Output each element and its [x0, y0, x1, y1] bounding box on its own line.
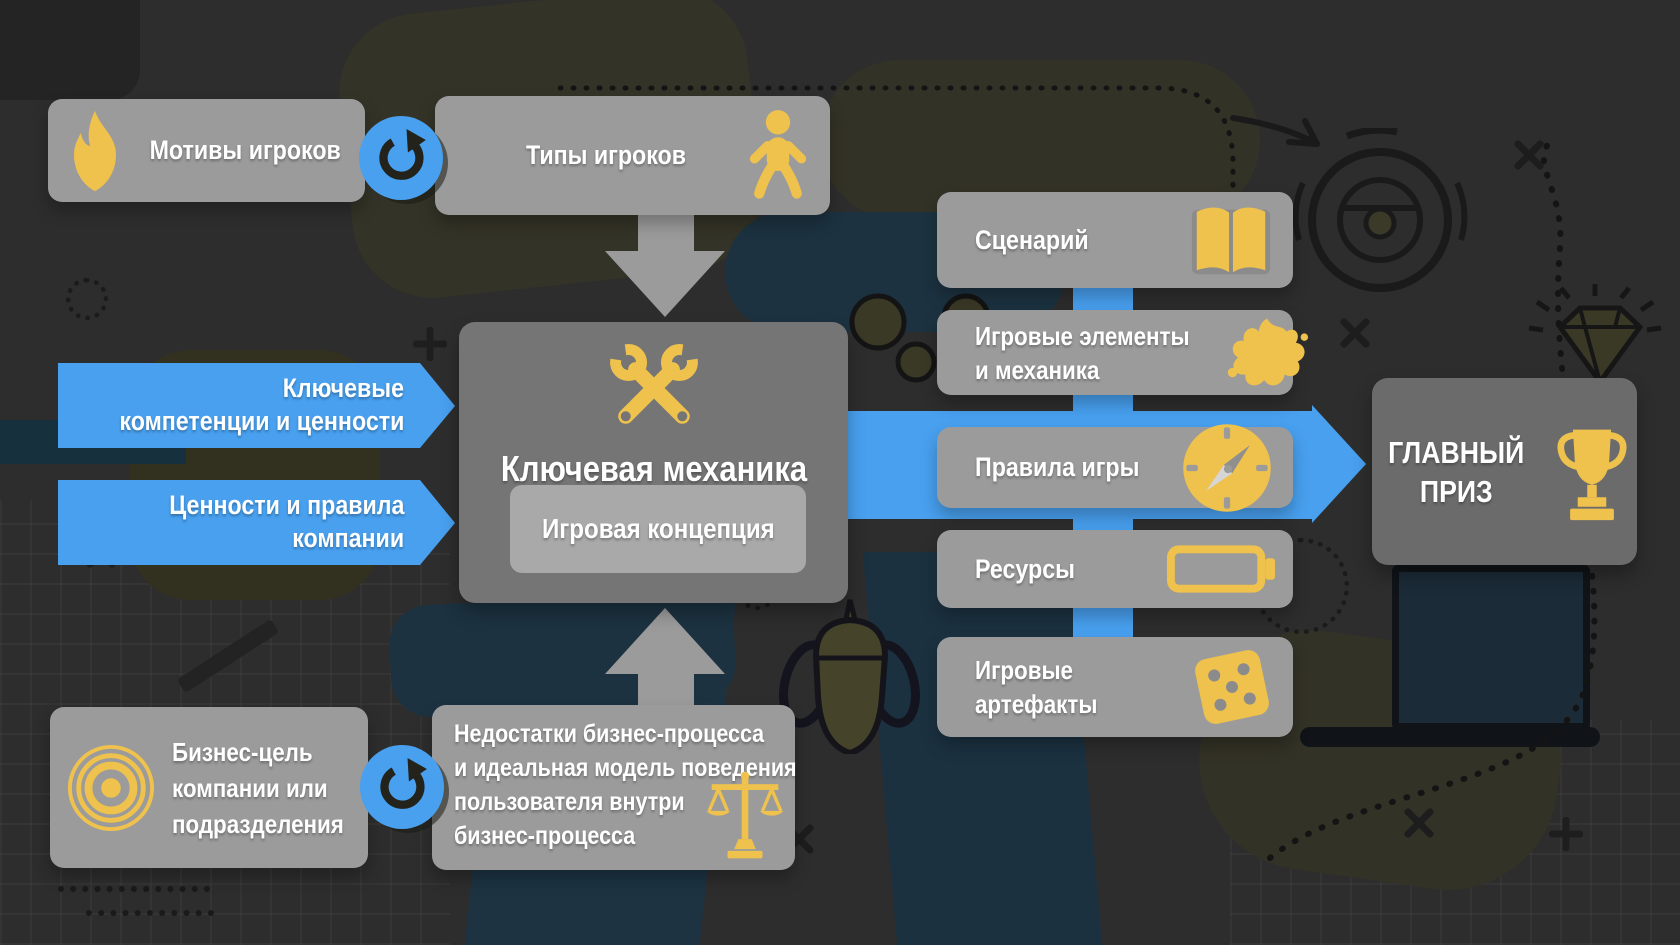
- node-prize: ГЛАВНЫЙ ПРИЗ: [1372, 378, 1637, 565]
- dotted-circle: [66, 278, 108, 320]
- down-arrow-head: [605, 251, 725, 317]
- refresh-icon: [359, 116, 443, 200]
- concept-label: Игровая концепция: [541, 513, 775, 544]
- process-line: Недостатки бизнес-процесса: [454, 720, 765, 748]
- node-label: Игровые элементы: [975, 320, 1190, 351]
- node-scenario: Сценарий: [937, 192, 1293, 288]
- baby-icon: [748, 107, 808, 205]
- node-motives: Мотивы игроков: [48, 99, 365, 202]
- banner-line: Ценности и правила: [168, 490, 404, 520]
- process-line: пользователя внутри: [454, 788, 685, 816]
- node-concept: Игровая концепция: [510, 485, 806, 573]
- node-label: Правила игры: [975, 452, 1140, 482]
- banner-values-head: [420, 480, 455, 565]
- node-label: Мотивы игроков: [149, 135, 342, 165]
- banner-competencies-head: [420, 363, 455, 448]
- node-goal: Бизнес-цель компании или подразделения: [50, 707, 368, 868]
- splat-icon: [1225, 311, 1309, 395]
- wrenches-icon: [459, 336, 848, 446]
- background-blob: [0, 0, 140, 100]
- refresh-icon: [360, 745, 444, 829]
- banner-line: компании: [292, 523, 404, 553]
- node-resources: Ресурсы: [937, 530, 1293, 608]
- banner-values: Ценности и правила компании: [58, 480, 420, 565]
- mechanic-title: Ключевая механика: [500, 448, 807, 489]
- goal-line: подразделения: [172, 808, 344, 839]
- laptop-icon: [1392, 565, 1590, 730]
- scales-icon: [705, 768, 785, 862]
- laptop-icon: [1300, 727, 1600, 747]
- banner-line: Ключевые: [282, 373, 404, 403]
- gem-icon: [1528, 284, 1662, 387]
- node-elements: Игровые элементы и механика: [937, 310, 1308, 395]
- plus-mark: [414, 328, 446, 360]
- node-label: Сценарий: [975, 224, 1089, 255]
- dashed-line: [58, 886, 210, 892]
- node-mechanic: Ключевая механика Игровая концепция: [459, 322, 848, 603]
- prize-label: ПРИЗ: [1420, 473, 1493, 509]
- down-arrow: [638, 214, 694, 252]
- banner-line: компетенции и ценности: [119, 406, 404, 436]
- node-label: Типы игроков: [526, 140, 687, 170]
- up-arrow: [638, 672, 694, 707]
- goal-line: компании или: [172, 772, 328, 803]
- dotted-path-right: [1230, 115, 1598, 861]
- trophy-icon: [1552, 421, 1632, 523]
- prize-label: ГЛАВНЫЙ: [1388, 434, 1525, 470]
- compass-icon: [1177, 418, 1277, 518]
- steering-wheel-icon: [1292, 128, 1468, 292]
- process-line: бизнес-процесса: [454, 822, 636, 850]
- up-arrow-head: [605, 608, 725, 674]
- node-label: артефакты: [975, 689, 1098, 719]
- goal-line: Бизнес-цель: [172, 736, 313, 767]
- node-types: Типы игроков: [435, 96, 830, 215]
- node-rules: Правила игры: [937, 423, 1293, 512]
- dashed-line: [86, 910, 214, 916]
- banner-competencies: Ключевые компетенции и ценности: [58, 363, 420, 448]
- node-process: Недостатки бизнес-процесса и идеальная м…: [432, 705, 797, 870]
- node-label: и механика: [975, 354, 1100, 385]
- battery-icon: [1167, 543, 1275, 595]
- process-line: и идеальная модель поведения: [454, 754, 797, 782]
- node-label: Игровые: [975, 655, 1073, 685]
- node-label: Ресурсы: [975, 553, 1075, 584]
- target-icon: [66, 743, 156, 833]
- main-flow-arrow-head: [1312, 405, 1366, 523]
- trophy-doodle-icon: [779, 599, 920, 754]
- dice-icon: [1187, 642, 1277, 732]
- book-icon: [1187, 196, 1275, 284]
- node-artifacts: Игровые артефакты: [937, 637, 1293, 737]
- flame-icon: [64, 109, 126, 193]
